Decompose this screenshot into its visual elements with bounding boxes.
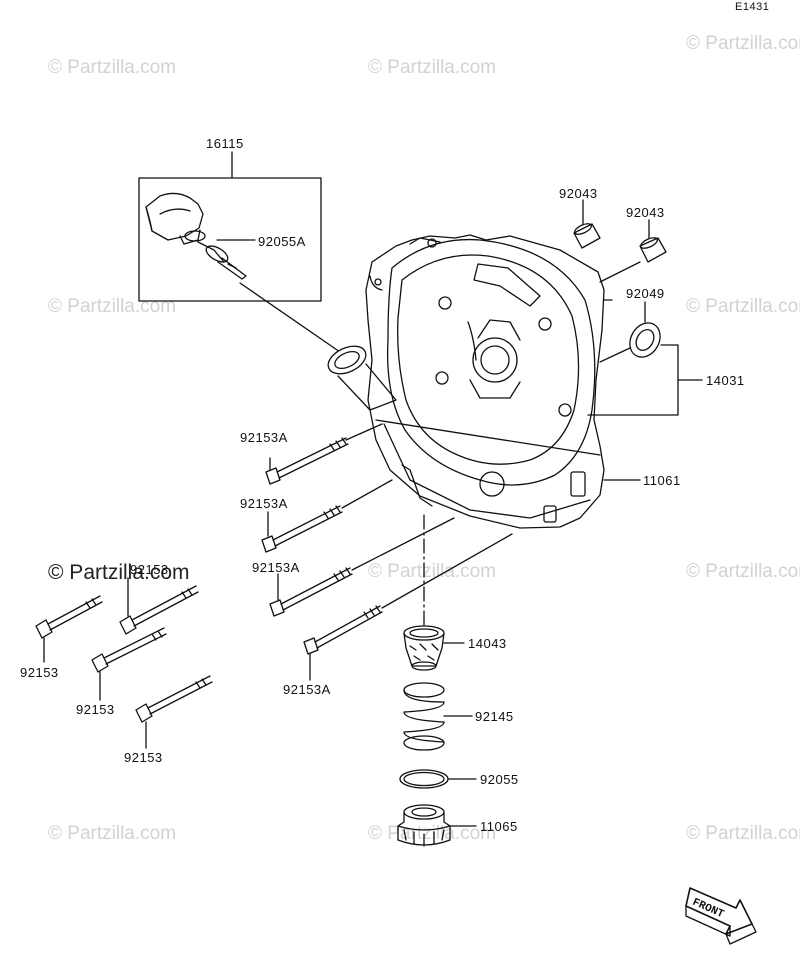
bolt-92153A[interactable] xyxy=(269,517,455,617)
oil-filler-cap[interactable] xyxy=(145,192,256,280)
part-label-92153A[interactable]: 92153A xyxy=(240,496,288,511)
oil-seal-92049[interactable] xyxy=(599,301,666,363)
watermark: © Partzilla.com xyxy=(48,561,190,584)
watermark: © Partzilla.com xyxy=(48,296,177,317)
bolt-92153A[interactable] xyxy=(303,533,513,681)
watermark: © Partzilla.com xyxy=(686,561,800,582)
part-label-92145[interactable]: 92145 xyxy=(475,709,514,724)
part-label-92153[interactable]: 92153 xyxy=(20,665,59,680)
diagram-code: E1431 xyxy=(735,1,770,13)
part-label-92153[interactable]: 92153 xyxy=(76,702,115,717)
front-arrow-icon: FRONT xyxy=(685,887,757,945)
watermark: © Partzilla.com xyxy=(368,561,497,582)
part-label-14043[interactable]: 14043 xyxy=(468,636,507,651)
bracket-14031 xyxy=(587,344,703,416)
part-label-92153A[interactable]: 92153A xyxy=(240,430,288,445)
drain-plug-11065[interactable] xyxy=(397,804,477,847)
part-label-92055A[interactable]: 92055A xyxy=(258,234,306,249)
bolt-92153A[interactable] xyxy=(265,423,383,485)
part-label-11061[interactable]: 11061 xyxy=(643,473,681,488)
dowel-pin-92043[interactable] xyxy=(599,219,667,283)
o-ring-92055[interactable] xyxy=(399,769,477,789)
bolt-92153[interactable] xyxy=(135,675,213,749)
watermark: © Partzilla.com xyxy=(368,823,497,844)
part-label-92153[interactable]: 92153 xyxy=(130,562,169,577)
crankcase-cover[interactable] xyxy=(365,234,613,529)
part-label-14031[interactable]: 14031 xyxy=(706,373,745,388)
part-label-92043[interactable]: 92043 xyxy=(559,186,598,201)
watermark: © Partzilla.com xyxy=(48,57,177,78)
watermark: © Partzilla.com xyxy=(686,33,800,54)
part-label-92049[interactable]: 92049 xyxy=(626,286,665,301)
filler-neck xyxy=(327,345,397,411)
bolt-92153[interactable] xyxy=(35,595,103,663)
group-box-16115 xyxy=(138,151,341,353)
part-label-92153A[interactable]: 92153A xyxy=(252,560,300,575)
watermark: © Partzilla.com xyxy=(368,57,497,78)
watermark: © Partzilla.com xyxy=(686,823,800,844)
watermark: © Partzilla.com xyxy=(686,296,800,317)
dowel-pin-92043[interactable] xyxy=(573,199,601,249)
bolt-92153[interactable] xyxy=(119,577,199,635)
part-label-92055[interactable]: 92055 xyxy=(480,772,519,787)
part-label-16115[interactable]: 16115 xyxy=(206,136,244,151)
bolt-92153[interactable] xyxy=(91,627,167,701)
part-label-92153A[interactable]: 92153A xyxy=(283,682,331,697)
part-label-92153[interactable]: 92153 xyxy=(124,750,163,765)
watermark: © Partzilla.com xyxy=(48,823,177,844)
part-label-11065[interactable]: 11065 xyxy=(480,819,518,834)
spring-92145[interactable] xyxy=(403,682,473,751)
part-label-92043[interactable]: 92043 xyxy=(626,205,665,220)
bolt-92153A[interactable] xyxy=(261,479,393,553)
oil-strainer-14043[interactable] xyxy=(403,625,465,671)
